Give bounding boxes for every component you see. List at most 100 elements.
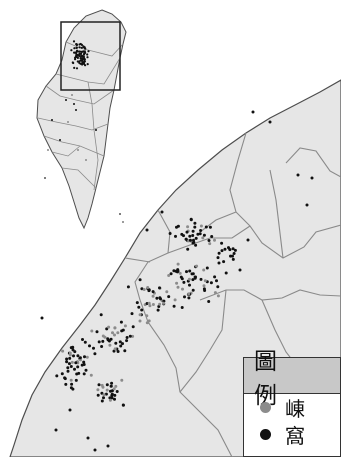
dong-dot bbox=[131, 334, 135, 338]
wo-dot bbox=[83, 58, 86, 61]
wo-dot bbox=[188, 269, 192, 273]
wo-dot bbox=[121, 342, 124, 346]
wo-dot bbox=[168, 232, 172, 235]
wo-dot bbox=[140, 287, 144, 291]
wo-dot bbox=[95, 330, 99, 334]
dong-dot bbox=[201, 236, 205, 240]
wo-dot bbox=[74, 56, 77, 59]
wo-dot bbox=[105, 383, 109, 387]
wo-dot bbox=[202, 233, 206, 237]
wo-dot bbox=[100, 345, 104, 348]
wo-dot bbox=[84, 47, 87, 50]
legend-title: 圖 例 bbox=[244, 349, 340, 409]
wo-dot bbox=[75, 46, 78, 50]
dong-dot bbox=[103, 335, 107, 339]
dong-dot bbox=[113, 347, 117, 351]
wo-dot bbox=[210, 235, 214, 238]
wo-dot bbox=[121, 328, 125, 332]
dong-dot bbox=[203, 279, 207, 283]
dot bbox=[85, 159, 87, 161]
wo-dot bbox=[109, 384, 113, 388]
wo-dot bbox=[84, 368, 88, 372]
wo-dot bbox=[72, 40, 76, 43]
dong-dot bbox=[123, 324, 127, 328]
wo-dot bbox=[110, 396, 114, 400]
wo-dot bbox=[209, 281, 213, 285]
dong-dot bbox=[85, 355, 89, 359]
wo-dot bbox=[186, 247, 190, 251]
wo-dot bbox=[97, 383, 101, 387]
inset-outlying-islands bbox=[44, 177, 124, 223]
wo-dot bbox=[131, 325, 135, 329]
wo-dot bbox=[194, 236, 198, 240]
wo-dot bbox=[110, 381, 114, 385]
dong-dot bbox=[186, 225, 190, 229]
dong-dot bbox=[148, 304, 152, 308]
wo-dot bbox=[82, 45, 85, 48]
dong-dot bbox=[151, 303, 155, 306]
wo-dot bbox=[79, 57, 82, 60]
wo-dot bbox=[86, 436, 90, 440]
wo-dot bbox=[97, 340, 101, 344]
dong-dot bbox=[195, 264, 199, 268]
wo-dot bbox=[73, 350, 77, 354]
wo-dot bbox=[106, 444, 110, 448]
wo-dot bbox=[101, 339, 105, 343]
dong-dot bbox=[112, 387, 116, 391]
legend-label-wo: 窩 bbox=[285, 424, 305, 448]
wo-dot bbox=[193, 225, 197, 229]
wo-dot bbox=[54, 428, 58, 432]
wo-dot bbox=[115, 390, 119, 393]
legend-item-dong: 崠 bbox=[244, 394, 340, 421]
dong-dot bbox=[146, 286, 150, 289]
wo-dot bbox=[108, 396, 112, 400]
wo-dot bbox=[188, 283, 191, 287]
wo-dot bbox=[80, 52, 83, 56]
wo-dot bbox=[77, 371, 81, 375]
wo-dot bbox=[110, 394, 114, 397]
wo-dot bbox=[196, 232, 200, 236]
wo-dot bbox=[66, 366, 70, 370]
wo-dot bbox=[231, 254, 234, 258]
wo-dot bbox=[93, 448, 97, 452]
wo-dot bbox=[169, 272, 173, 276]
dong-dot bbox=[202, 284, 206, 288]
dong-dot bbox=[145, 321, 149, 325]
wo-dot bbox=[102, 396, 105, 400]
dot bbox=[77, 149, 79, 151]
wo-dot bbox=[232, 252, 236, 255]
wo-dot bbox=[191, 234, 195, 237]
dong-dot bbox=[100, 383, 104, 387]
wo-dot bbox=[251, 110, 255, 114]
dong-dot bbox=[108, 343, 112, 347]
dong-dot bbox=[108, 398, 112, 402]
dong-dot bbox=[145, 314, 149, 318]
wo-dot bbox=[82, 363, 86, 366]
legend-label-dong: 崠 bbox=[285, 397, 305, 421]
wo-dot bbox=[220, 241, 224, 245]
dong-dot bbox=[113, 333, 116, 337]
wo-dot bbox=[217, 251, 221, 255]
wo-dot bbox=[40, 316, 44, 320]
wo-dot bbox=[151, 290, 155, 294]
wo-dot bbox=[86, 63, 89, 66]
wo-dot bbox=[305, 203, 309, 207]
wo-dot bbox=[79, 55, 83, 58]
dong-dot bbox=[173, 298, 177, 302]
inset-highlight-frame bbox=[60, 21, 121, 91]
dong-dot bbox=[176, 285, 180, 289]
dong-dot bbox=[147, 319, 151, 323]
dot bbox=[59, 139, 61, 141]
wo-dot bbox=[105, 327, 109, 331]
dong-dot bbox=[165, 290, 169, 294]
wo-dot bbox=[73, 66, 76, 69]
wo-dot bbox=[179, 275, 183, 279]
wo-dot bbox=[268, 120, 272, 124]
wo-dot bbox=[106, 337, 110, 341]
wo-dot bbox=[76, 50, 80, 53]
wo-dot bbox=[199, 277, 203, 281]
wo-dot bbox=[92, 346, 95, 350]
wo-dot bbox=[175, 225, 178, 229]
wo-dot bbox=[202, 287, 206, 291]
